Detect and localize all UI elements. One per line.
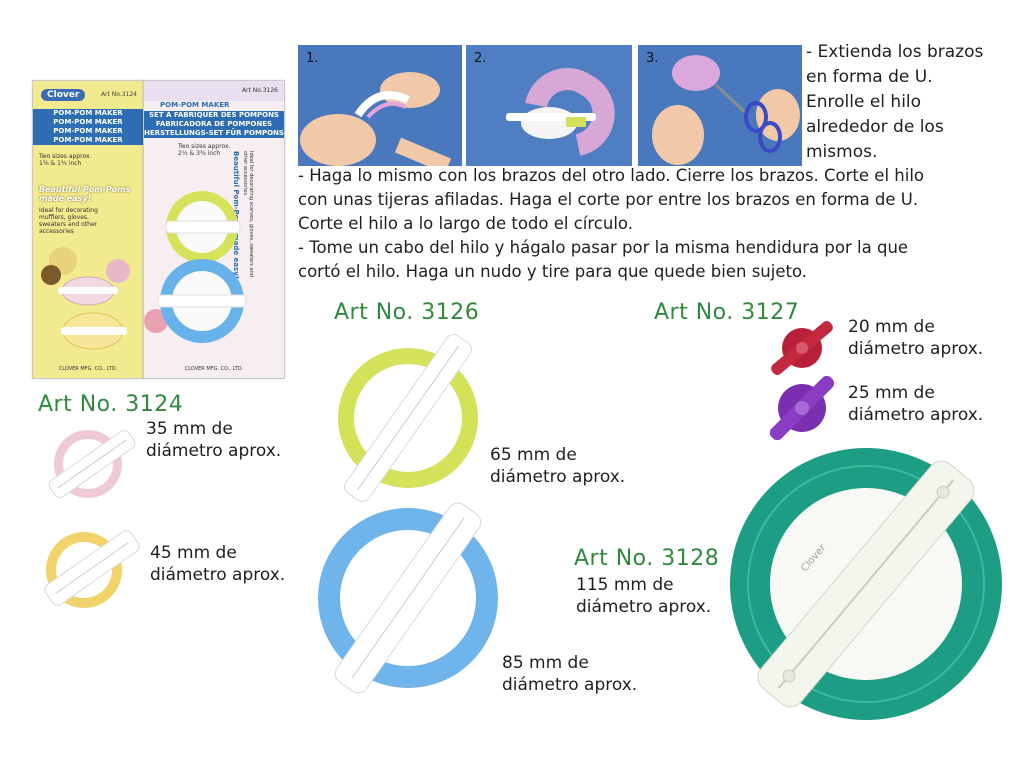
step-number-1: 1. [306,51,319,66]
step-number-3: 3. [646,51,659,66]
caption-line: diámetro aprox. [502,675,638,695]
pompom-maker-65mm [338,333,478,503]
instruction-line: cortó el hilo. Haga un nudo y tire para … [298,262,808,281]
instruction-text: - Haga lo mismo con los brazos del otro … [298,164,1018,284]
caption-3126-85mm: 85 mm de diámetro aprox. [502,652,637,696]
caption-line: 45 mm de [150,543,237,563]
step-3-illustration [638,45,802,166]
package-band-line: FABRICADORA DE POMPONES [155,120,273,128]
package-band-line: SET À FABRIQUER DES POMPONS [149,111,279,119]
product-title-3124: Art No. 3124 [38,392,184,417]
product-title-3126: Art No. 3126 [334,300,480,325]
package-sizes: Two sizes approx. 2½ & 3⅜ inch [178,143,231,157]
instruction-line: con unas tijeras afiladas. Haga el corte… [298,190,919,209]
caption-line: 65 mm de [490,445,577,465]
instruction-line: - Tome un cabo del hilo y hágalo pasar p… [298,238,909,257]
caption-line: diámetro aprox. [490,467,626,487]
package-description: Ideal for decorating mufflers, gloves, s… [39,207,98,235]
caption-line: 115 mm de [576,575,674,595]
package-title-band: SET À FABRIQUER DES POMPONS FABRICADORA … [144,111,284,138]
package-band-line: HERSTELLUNGS-SET FÜR POMPONS [144,129,284,137]
step-1-illustration [298,45,462,166]
package-art-number: Art No.3124 [100,91,137,98]
instruction-line: Corte el hilo a lo largo de todo el círc… [298,214,633,233]
instruction-line: - Haga lo mismo con los brazos del otro … [298,166,925,185]
step-photo-3: 3. [638,45,802,166]
instruction-side-line: en forma de U. [806,67,933,87]
pompom-maker-45mm [44,530,140,608]
product-title-3128: Art No. 3128 [574,546,720,571]
caption-3127-20mm: 20 mm de diámetro aprox. [848,316,983,360]
product-title-3127: Art No. 3127 [654,300,800,325]
step-photo-1: 1. [298,45,462,166]
instruction-side-line: - Extienda los brazos [806,42,984,62]
package-footer: CLOVER MFG. CO., LTD. [184,366,244,372]
caption-3127-25mm: 25 mm de diámetro aprox. [848,382,983,426]
pompom-maker-3124 [44,430,140,608]
step-number-2: 2. [474,51,487,66]
package-title-band: POM-POM MAKER POM-POM MAKER POM-POM MAKE… [33,109,143,145]
caption-line: 85 mm de [502,653,589,673]
package-3126: Art No.3126 POM-POM MAKER SET À FABRIQUE… [143,80,285,379]
caption-line: 35 mm de [146,419,233,439]
instruction-side-line: mismos. [806,142,878,162]
pompom-maker-3127 [769,321,835,441]
package-band-line: POM-POM MAKER [53,136,123,144]
instruction-side-line: alrededor de los [806,117,944,137]
caption-line: diámetro aprox. [146,441,282,461]
package-band-line: POM-POM MAKER [53,127,123,135]
package-band-line: POM-POM MAKER [53,118,123,126]
package-art-number: Art No.3126 [241,87,278,94]
instruction-side-text: - Extienda los brazos en forma de U. Enr… [806,40,1016,165]
package-title: POM-POM MAKER [160,101,230,109]
step-photo-2: 2. [466,45,632,166]
caption-line: 20 mm de [848,317,935,337]
caption-line: diámetro aprox. [150,565,286,585]
package-band-line: POM-POM MAKER [53,109,123,117]
package-3124-image [41,247,130,350]
package-footer: CLOVER MFG. CO., LTD. [58,366,118,372]
pompom-maker-3126 [318,333,498,694]
package-3126-image [144,191,247,343]
step-2-illustration [466,45,632,166]
instruction-side-line: Enrolle el hilo [806,92,922,112]
package-sizes: Two sizes approx. 1⅜ & 1¾ inch [39,153,92,167]
pompom-maker-3128: Clover [730,448,1002,720]
caption-3126-65mm: 65 mm de diámetro aprox. [490,444,625,488]
pompom-maker-20mm [771,321,833,375]
clover-logo: Clover [41,89,86,101]
caption-3124-35mm: 35 mm de diámetro aprox. [146,418,281,462]
pompom-maker-35mm [48,430,136,498]
package-tagline: Beautiful Pom-Poms made easy! [39,185,131,203]
pompom-maker-25mm [769,375,835,441]
caption-line: diámetro aprox. [576,597,712,617]
caption-3124-45mm: 45 mm de diámetro aprox. [150,542,285,586]
package-3124: Clover Art No.3124 POM-POM MAKER POM-POM… [32,80,144,379]
pompom-maker-85mm [318,502,498,694]
caption-line: diámetro aprox. [848,339,984,359]
caption-3128-115mm: 115 mm de diámetro aprox. [576,574,711,618]
caption-line: 25 mm de [848,383,935,403]
caption-line: diámetro aprox. [848,405,984,425]
